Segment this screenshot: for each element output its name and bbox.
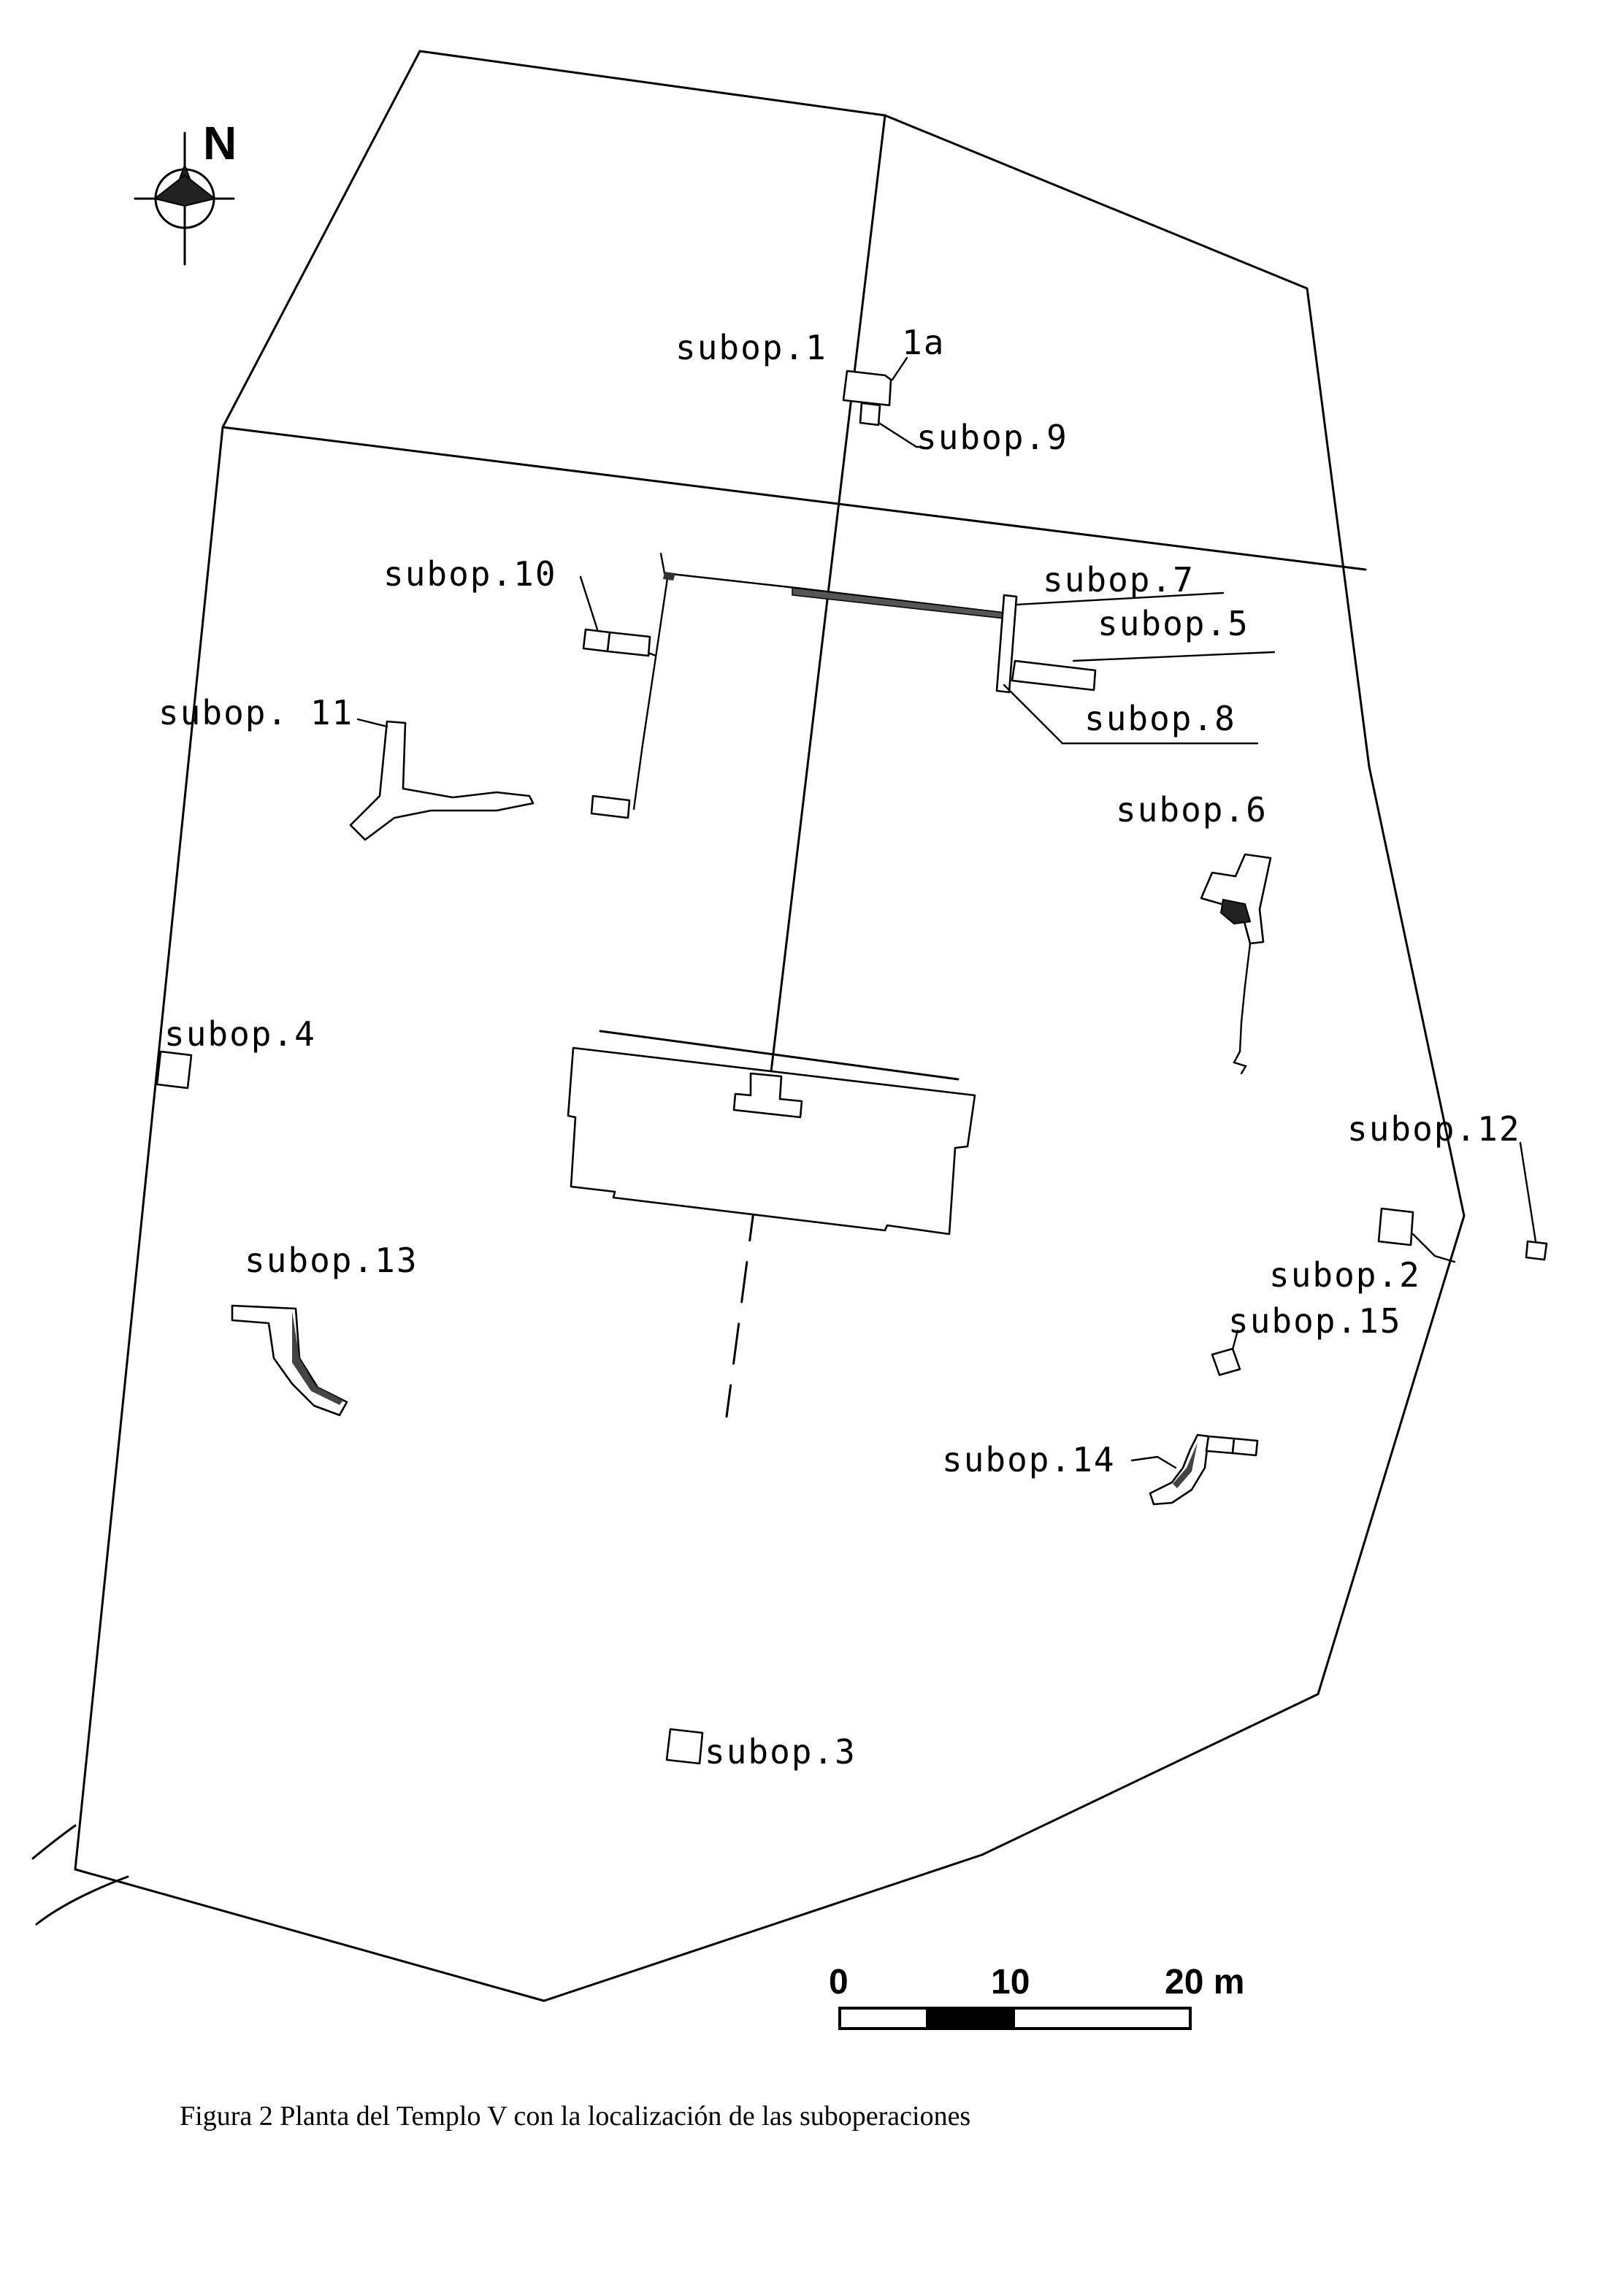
subop-1-unit bbox=[842, 369, 892, 407]
subop-14-leader bbox=[1130, 1455, 1177, 1469]
label-subop-5: subop.5 bbox=[1098, 604, 1249, 643]
grid-line-dashed bbox=[725, 1138, 765, 1418]
subop-10-leader bbox=[579, 575, 599, 631]
subop-12-unit bbox=[1525, 1240, 1548, 1261]
scale-tick-10: 10 bbox=[991, 1963, 1030, 2002]
label-subop-1a: 1a bbox=[902, 323, 945, 362]
subop-10-extension bbox=[606, 631, 651, 657]
subop-14-hatch bbox=[1173, 1442, 1198, 1488]
label-subop-15: subop.15 bbox=[1228, 1301, 1402, 1341]
north-label: N bbox=[203, 117, 237, 169]
subop-5-leader bbox=[1072, 651, 1276, 662]
wall-rubble-west bbox=[663, 572, 675, 581]
scale-bar bbox=[838, 2007, 1192, 2030]
subop-4-unit bbox=[156, 1050, 193, 1089]
label-subop-2: subop.2 bbox=[1269, 1255, 1421, 1295]
label-subop-12: subop.12 bbox=[1347, 1109, 1521, 1149]
trench-end-box bbox=[590, 794, 631, 819]
temple-front-line bbox=[599, 1030, 960, 1081]
subop-9-leader bbox=[878, 422, 923, 448]
subop-6-end bbox=[1233, 1050, 1247, 1075]
subop-14-box-b bbox=[1231, 1437, 1259, 1457]
path-line bbox=[31, 1824, 77, 1860]
subop-15-unit bbox=[1211, 1347, 1241, 1376]
label-subop-11: subop. 11 bbox=[158, 693, 353, 732]
grid-line-horizontal bbox=[221, 426, 1367, 571]
subop-5-unit bbox=[1011, 659, 1097, 692]
label-subop-3: subop.3 bbox=[705, 1732, 857, 1772]
subop-6-trench bbox=[1238, 942, 1252, 1053]
label-subop-6: subop.6 bbox=[1116, 790, 1268, 830]
subop-10-unit bbox=[582, 628, 611, 653]
label-subop-7: subop.7 bbox=[1043, 560, 1195, 600]
label-subop-9: subop.9 bbox=[916, 418, 1068, 457]
subop-3-unit bbox=[665, 1728, 704, 1765]
grid-line-vertical bbox=[762, 114, 886, 1141]
subop-14-unit bbox=[1149, 1433, 1210, 1506]
subop-11-unit bbox=[349, 720, 535, 841]
wall-trench-vertical bbox=[632, 572, 670, 811]
north-arrow bbox=[134, 131, 235, 266]
subop-15-leader bbox=[1231, 1329, 1239, 1351]
label-subop-13: subop.13 bbox=[245, 1241, 418, 1280]
subop-7-unit bbox=[995, 594, 1018, 694]
subop-12-leader bbox=[1519, 1141, 1537, 1243]
label-subop-10: subop.10 bbox=[383, 554, 557, 594]
subop-8-leader bbox=[1003, 683, 1259, 745]
subop-14-box-a bbox=[1205, 1435, 1236, 1455]
subop-2-unit bbox=[1377, 1207, 1414, 1246]
subop-11-leader bbox=[356, 718, 388, 728]
subop-7-leader bbox=[1015, 591, 1225, 606]
scale-tick-0: 0 bbox=[829, 1963, 849, 2002]
subop-1a-leader bbox=[891, 356, 908, 381]
temple-trench bbox=[732, 1072, 803, 1119]
label-subop-4: subop.4 bbox=[164, 1014, 316, 1054]
path-line bbox=[35, 1875, 129, 1926]
site-boundary bbox=[74, 50, 1466, 2002]
figure-caption: Figura 2 Planta del Templo V con la loca… bbox=[180, 2101, 971, 2132]
subop-6-dense-area bbox=[1219, 898, 1252, 925]
scale-tick-20: 20 m bbox=[1165, 1963, 1244, 2002]
long-wall-trench bbox=[659, 552, 1009, 615]
label-subop-1: subop.1 bbox=[675, 328, 827, 367]
subop-9-unit bbox=[859, 402, 881, 426]
label-subop-8: subop.8 bbox=[1084, 699, 1236, 738]
subop-13-hatch bbox=[292, 1311, 343, 1405]
label-subop-14: subop.14 bbox=[942, 1440, 1116, 1479]
subop-2-leader bbox=[1412, 1233, 1456, 1263]
subop-6-unit bbox=[1200, 853, 1272, 945]
temple-structure bbox=[567, 1046, 976, 1236]
